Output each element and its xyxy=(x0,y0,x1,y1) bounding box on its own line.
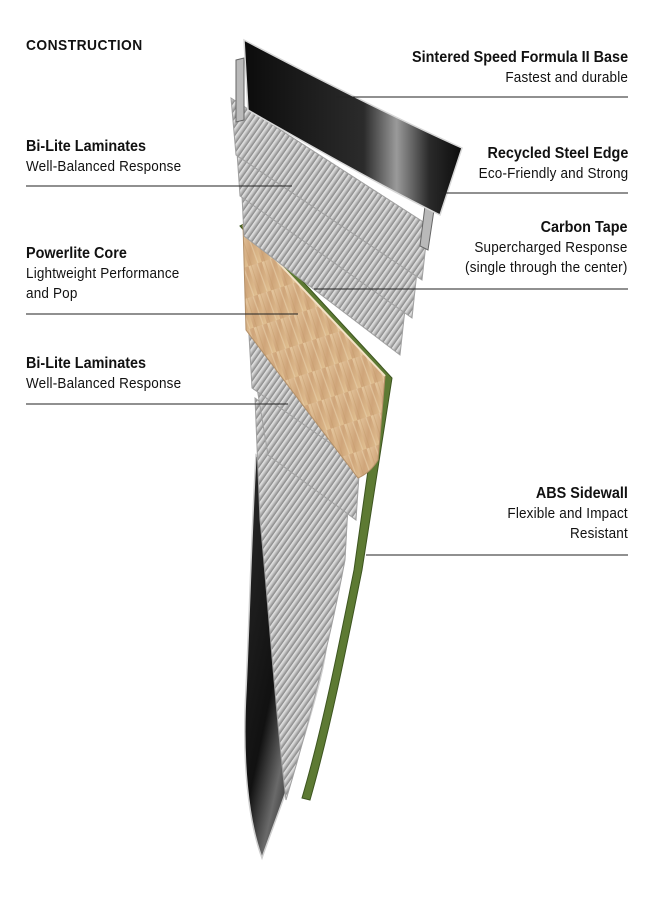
label-subtitle: Well-Balanced Response xyxy=(26,374,181,394)
steel-edge-left xyxy=(236,58,244,122)
label-edge: Recycled Steel Edge Eco-Friendly and Str… xyxy=(462,144,628,184)
label-subtitle: Eco-Friendly and Strong xyxy=(478,164,628,184)
label-base: Sintered Speed Formula II Base Fastest a… xyxy=(388,48,628,88)
label-title: Powerlite Core xyxy=(26,244,179,264)
label-title: Carbon Tape xyxy=(466,218,628,238)
label-title: ABS Sidewall xyxy=(508,484,628,504)
label-core: Powerlite Core Lightweight Performance a… xyxy=(26,244,197,304)
section-heading: CONSTRUCTION xyxy=(26,37,143,54)
label-subtitle: Lightweight Performance xyxy=(26,264,179,284)
label-subtitle: Well-Balanced Response xyxy=(26,157,181,177)
label-title: Sintered Speed Formula II Base xyxy=(412,48,628,68)
label-subtitle: Flexible and Impact xyxy=(508,504,628,524)
label-sidewall: ABS Sidewall Flexible and Impact Resista… xyxy=(494,484,628,544)
label-subtitle: Supercharged Response xyxy=(466,238,628,258)
label-subtitle: (single through the center) xyxy=(466,258,628,278)
label-carbon: Carbon Tape Supercharged Response (singl… xyxy=(447,218,628,278)
label-subtitle: Resistant xyxy=(508,524,628,544)
label-title: Recycled Steel Edge xyxy=(478,144,628,164)
label-top-laminates: Bi-Lite Laminates Well-Balanced Response xyxy=(26,137,199,177)
label-title: Bi-Lite Laminates xyxy=(26,354,181,374)
label-bottom-laminates: Bi-Lite Laminates Well-Balanced Response xyxy=(26,354,199,394)
label-title: Bi-Lite Laminates xyxy=(26,137,181,157)
label-subtitle: and Pop xyxy=(26,284,179,304)
label-subtitle: Fastest and durable xyxy=(412,68,628,88)
